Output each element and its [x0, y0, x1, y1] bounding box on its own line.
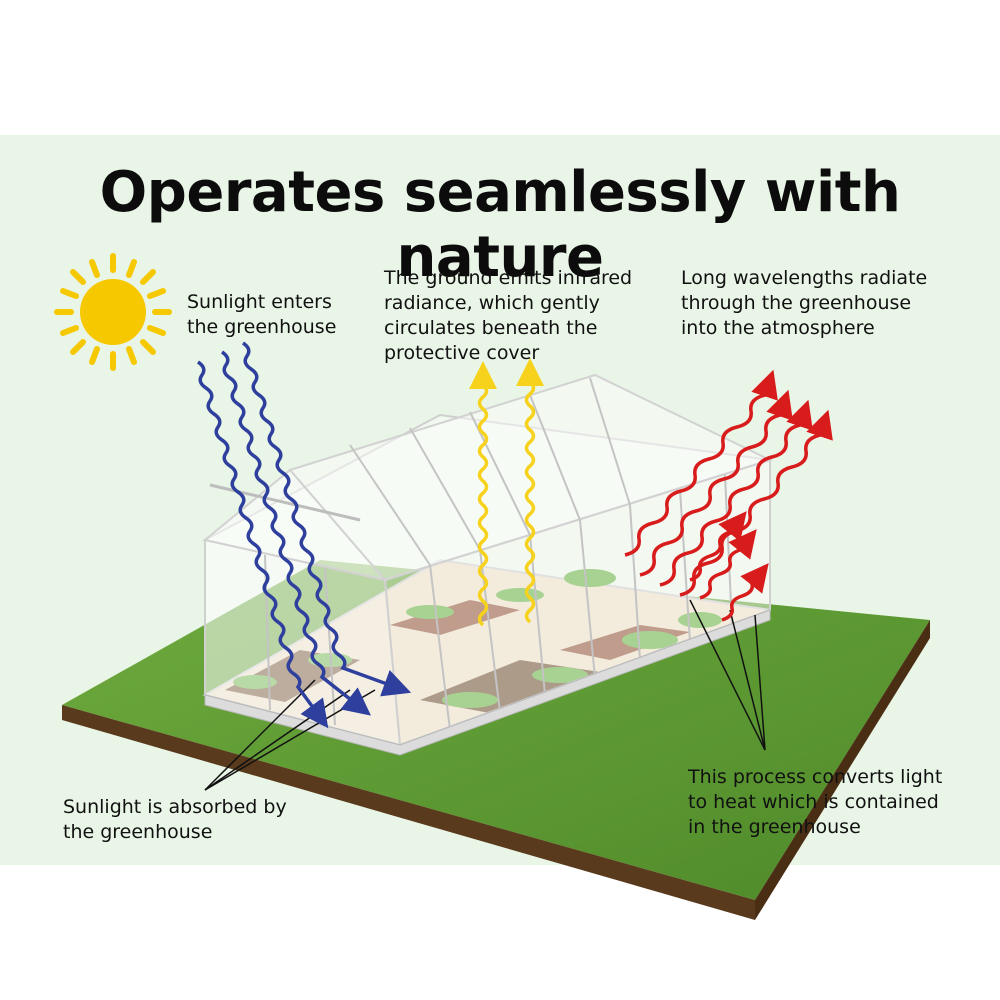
page-title: Operates seamlessly with nature	[99, 160, 901, 290]
infrared-waves	[469, 358, 544, 627]
longwave-waves	[624, 369, 833, 622]
sun-icon	[54, 253, 172, 371]
label-ground-emits: The ground emits infrared radiance, whic…	[384, 267, 633, 364]
label-sunlight-enters: Sunlight enters the greenhouse	[187, 291, 337, 338]
sunlight-waves	[196, 341, 412, 729]
label-long-wavelengths: Long wavelengths radiate through the gre…	[681, 267, 928, 339]
label-sunlight-absorbed: Sunlight is absorbed by the greenhouse	[63, 796, 287, 843]
label-process: This process converts light to heat whic…	[688, 766, 943, 838]
leader-lines-process	[689, 599, 766, 751]
greenhouse-illustration	[202, 373, 773, 756]
